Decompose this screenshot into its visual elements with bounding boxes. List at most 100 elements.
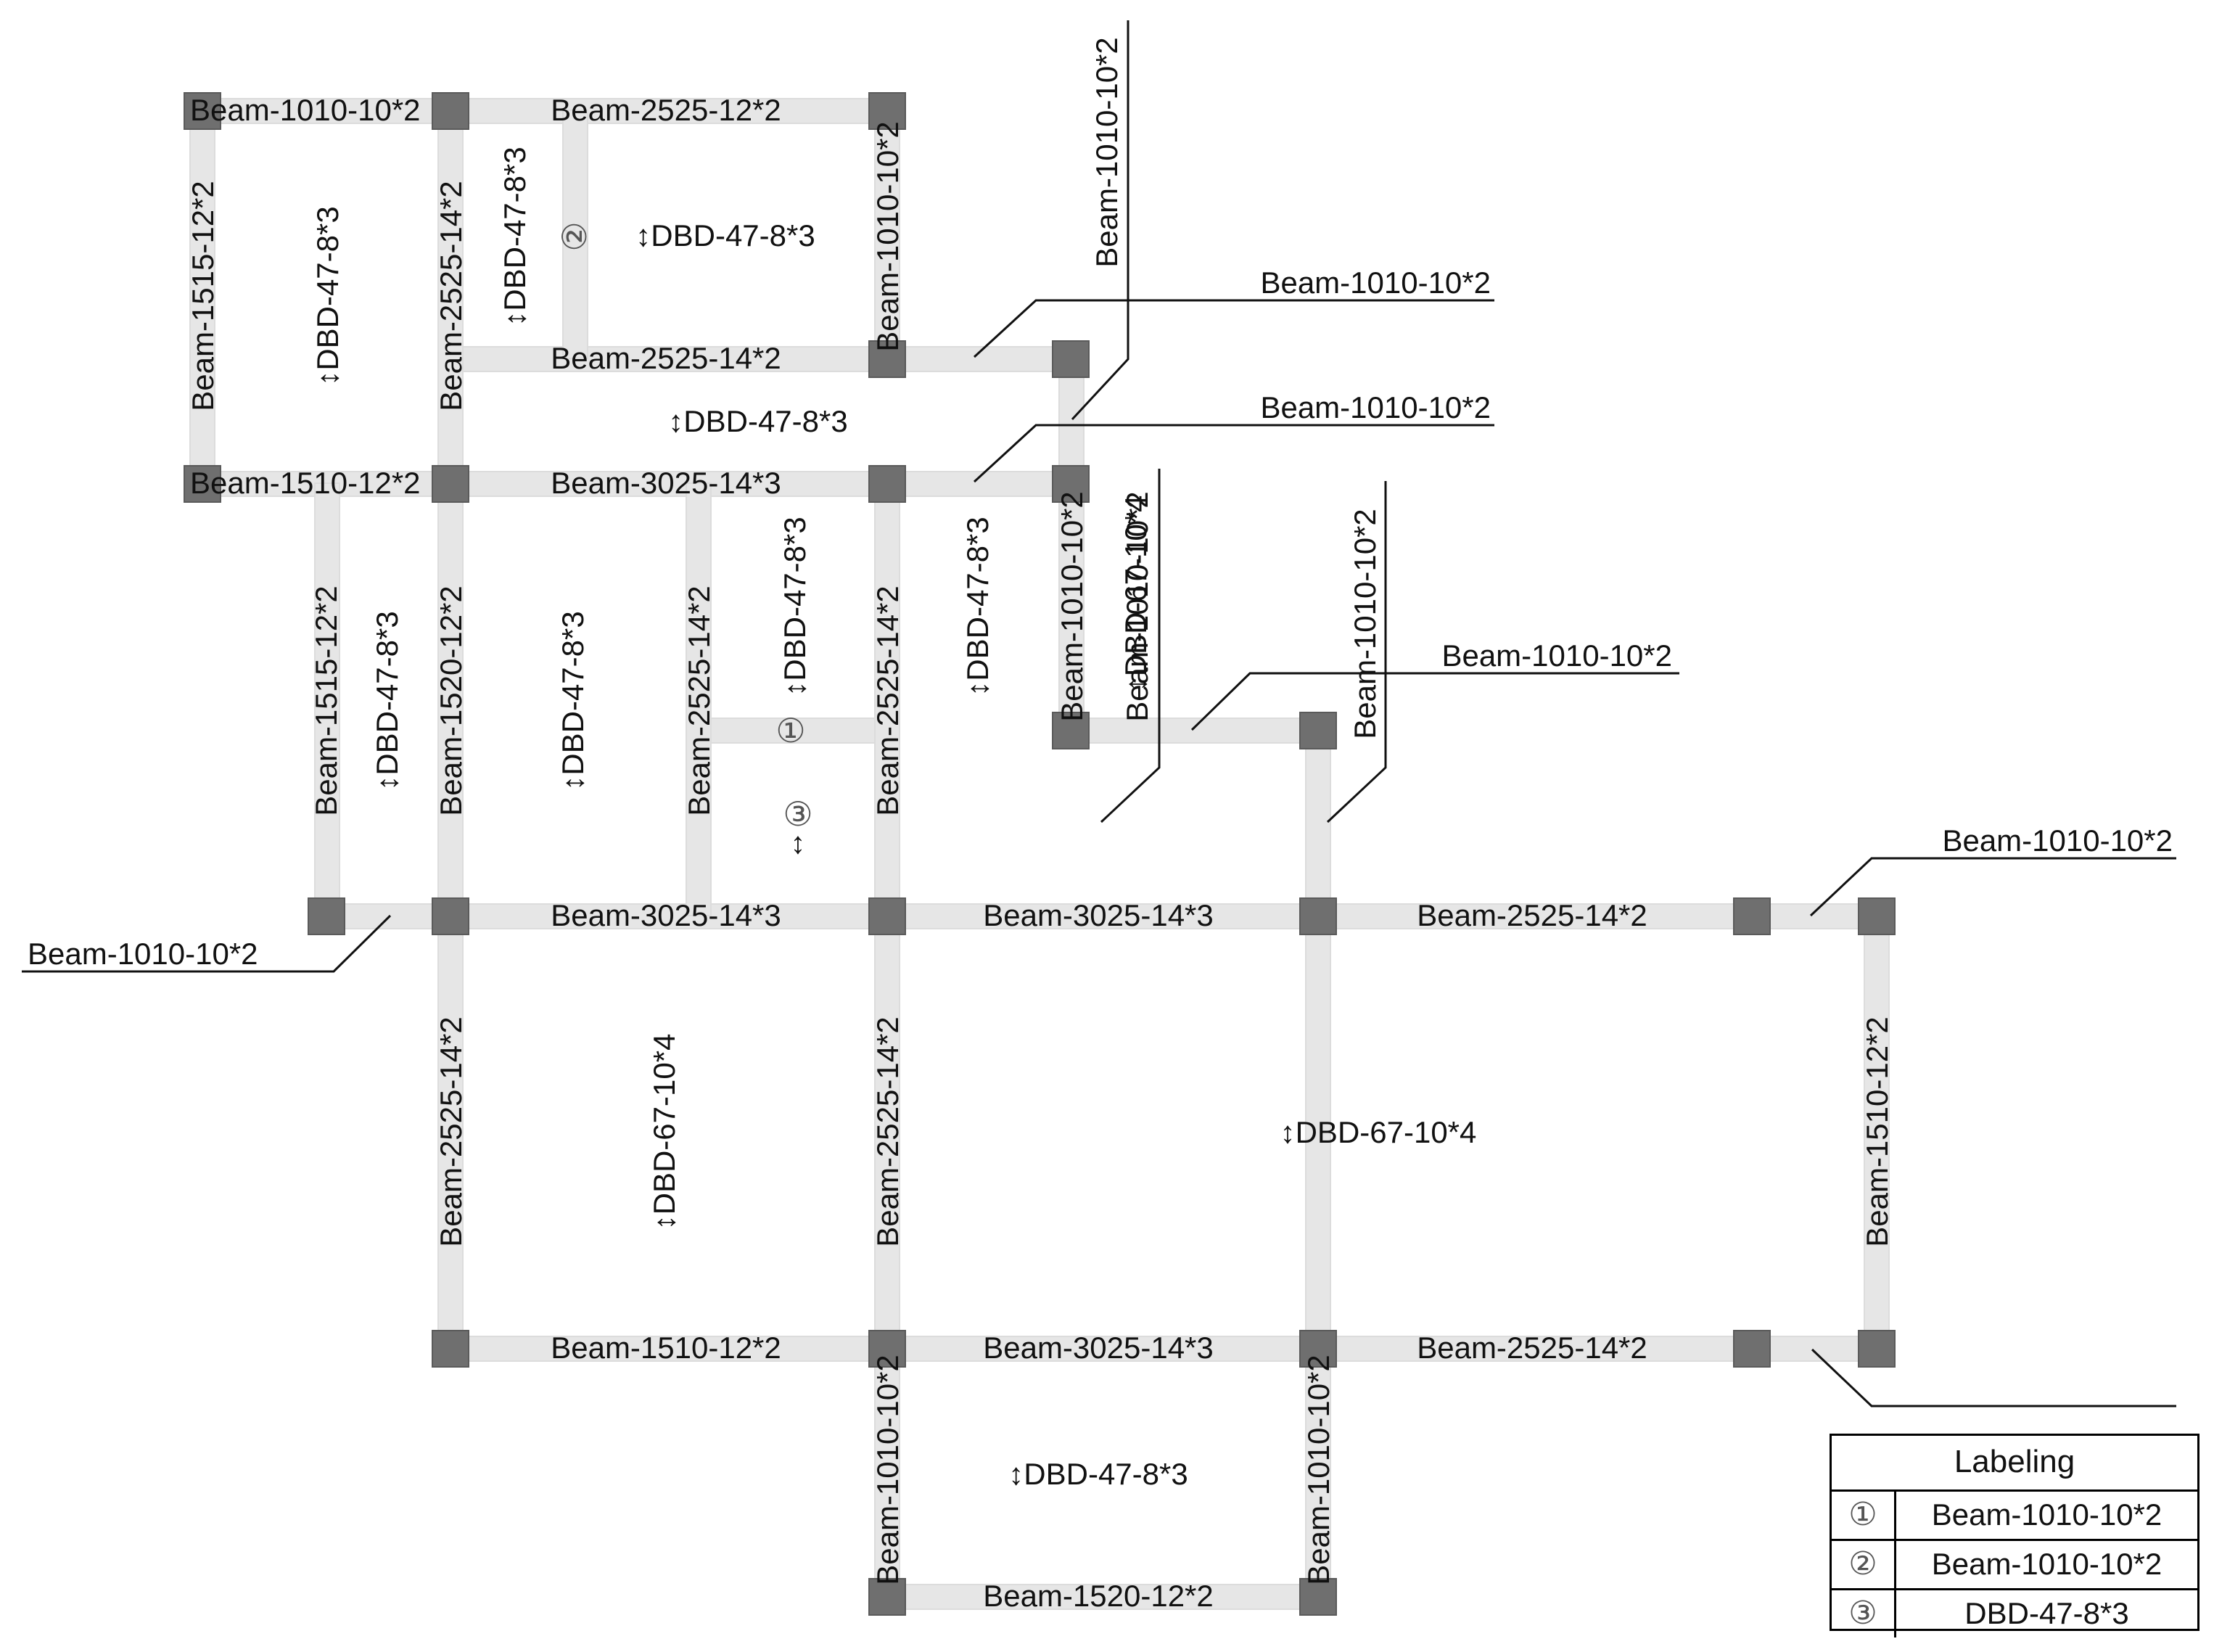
column-block	[432, 465, 469, 503]
beam-label: Beam-2525-14*2	[871, 1016, 905, 1247]
vertical-beam-labels: Beam-1515-12*2 Beam-2525-14*2 Beam-1010-…	[186, 121, 1894, 1585]
beam-segment	[437, 110, 464, 1350]
slab-label: ↕DBD-47-8*3	[370, 611, 404, 790]
slab-label: ↕DBD-47-8*3	[635, 218, 815, 252]
leader-line	[22, 914, 392, 973]
column-block	[432, 1330, 469, 1368]
leader-labels: Beam-1010-10*2 Beam-1010-10*2 Beam-1010-…	[28, 37, 2173, 971]
leader-label: Beam-1010-10*2	[28, 937, 258, 971]
leader-label: Beam-1010-10*2	[1260, 266, 1491, 300]
beam-label: Beam-1510-12*2	[190, 466, 421, 500]
leader-label: Beam-1010-10*2	[1120, 491, 1154, 722]
beam-label: Beam-2525-14*2	[871, 585, 905, 816]
beam-label: Beam-1010-10*2	[1055, 491, 1089, 722]
beam-label: Beam-1010-10*2	[871, 1355, 905, 1585]
marker-2: ②	[555, 221, 594, 251]
slab-label: ↕DBD-47-8*3	[960, 517, 995, 696]
legend-row: ② Beam-1010-10*2	[1832, 1541, 2197, 1590]
beam-segment	[874, 482, 900, 1598]
slab-label: ↕DBD-67-10*4	[1119, 496, 1153, 692]
beam-segment	[1070, 718, 1318, 744]
column-block	[1858, 1330, 1896, 1368]
beam-label: Beam-1010-10*2	[1301, 1355, 1336, 1585]
legend-row: ③ DBD-47-8*3	[1832, 1590, 2197, 1637]
beam-segment	[562, 110, 588, 359]
legend-text: Beam-1010-10*2	[1931, 1497, 2162, 1532]
beam-segment	[874, 110, 900, 359]
column-block	[308, 897, 345, 935]
beam-label: Beam-2525-14*2	[1417, 1331, 1647, 1365]
beam-label: Beam-1510-12*2	[551, 1331, 781, 1365]
column-block	[1733, 897, 1771, 935]
slab-label: ↕DBD-47-8*3	[1008, 1457, 1188, 1491]
column-block	[868, 465, 906, 503]
column-block	[432, 92, 469, 130]
column-block	[1733, 1330, 1771, 1368]
beam-segment	[1864, 915, 1890, 1349]
column-block	[432, 897, 469, 935]
column-block	[1052, 712, 1090, 749]
leader-line	[1100, 469, 1161, 823]
beam-label: Beam-1010-10*2	[190, 93, 421, 127]
legend-text: DBD-47-8*3	[1964, 1596, 2129, 1630]
column-block	[1858, 897, 1896, 935]
column-block	[868, 897, 906, 935]
beam-labels: Beam-1010-10*2 Beam-2525-12*2 Beam-2525-…	[190, 93, 1647, 1613]
column-block	[184, 92, 221, 130]
beam-label: Beam-3025-14*3	[551, 466, 781, 500]
column-block	[868, 1578, 906, 1616]
leader-label: Beam-1010-10*2	[1942, 823, 2173, 858]
beam-label: Beam-3025-14*3	[983, 898, 1214, 932]
slab-label: ↕DBD-67-10*4	[647, 1034, 681, 1230]
column-block	[1052, 465, 1090, 503]
beam-label: Beam-2525-12*2	[551, 93, 781, 127]
column-block	[1299, 1578, 1337, 1616]
leader-line	[1809, 857, 2176, 917]
column-block	[1299, 1330, 1337, 1368]
leader-line	[973, 299, 1494, 358]
slab-label: ↕DBD-47-8*3	[498, 147, 532, 326]
beam-segment	[449, 1336, 1878, 1362]
beam-segment	[1305, 729, 1331, 1598]
beam-lines	[201, 98, 1878, 1610]
leader-lines	[22, 20, 2176, 1408]
beam-segment	[201, 471, 1071, 497]
column-block	[868, 1330, 906, 1368]
column-block	[1299, 712, 1337, 749]
leader-line	[1326, 481, 1387, 823]
legend-symbol: ①	[1832, 1492, 1896, 1539]
beam-label: Beam-2525-14*2	[682, 585, 716, 816]
leader-label: Beam-1010-10*2	[1348, 509, 1382, 739]
column-block	[1052, 340, 1090, 378]
legend-symbol: ②	[1832, 1541, 1896, 1588]
legend-symbol: ③	[1832, 1590, 1896, 1637]
beam-label: Beam-1010-10*2	[871, 121, 905, 352]
beam-label: Beam-3025-14*3	[551, 898, 781, 932]
leader-label: Beam-1010-10*2	[1090, 37, 1124, 268]
marker-1: ①	[775, 711, 805, 750]
beam-label: Beam-1515-12*2	[186, 181, 220, 411]
slab-labels: ↕DBD-47-8*3 ↕DBD-47-8*3 ↕DBD-47-8*3 ↕DBD…	[310, 147, 1476, 1491]
beam-label: Beam-2525-14*2	[1417, 898, 1647, 932]
slab-arrow: ↕	[791, 826, 806, 860]
leader-line	[1190, 672, 1679, 731]
beam-label: Beam-2525-14*2	[434, 181, 468, 411]
legend-title: Labeling	[1832, 1436, 2197, 1492]
column-block	[1299, 897, 1337, 935]
legend-text: Beam-1010-10*2	[1931, 1547, 2162, 1581]
marker-3: ③	[783, 794, 812, 834]
leader-line	[1811, 1348, 2176, 1408]
leader-label: Beam-1010-10*2	[1441, 638, 1672, 673]
beam-label: Beam-1520-12*2	[434, 585, 468, 816]
legend-row: ① Beam-1010-10*2	[1832, 1492, 2197, 1541]
column-block	[184, 465, 221, 503]
beam-label: Beam-1515-12*2	[309, 585, 343, 816]
beam-label: Beam-2525-14*2	[434, 1016, 468, 1247]
labeling-legend: Labeling ① Beam-1010-10*2 ② Beam-1010-10…	[1830, 1434, 2199, 1637]
beam-label: Beam-1510-12*2	[1860, 1016, 1894, 1247]
beam-label: Beam-1520-12*2	[983, 1579, 1214, 1613]
beam-label: Beam-3025-14*3	[983, 1331, 1214, 1365]
slab-label: ↕DBD-47-8*3	[310, 206, 345, 385]
slab-label: ↕DBD-67-10*4	[1280, 1115, 1477, 1149]
